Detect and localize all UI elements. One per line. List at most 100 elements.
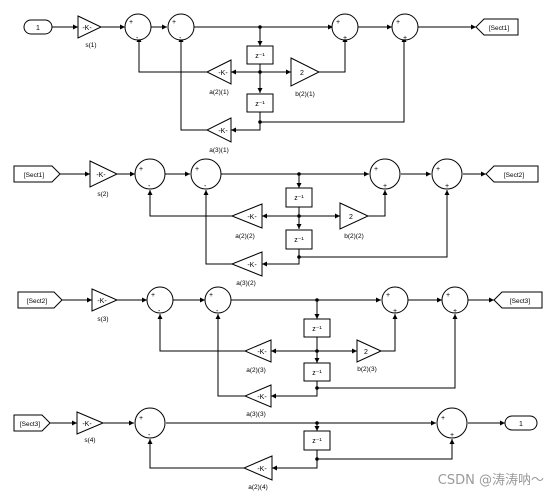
goto-sect3[interactable]: [Sect3] [493,291,543,309]
goto-sect2[interactable]: [Sect2] [485,165,539,183]
svg-text:[Sect3]: [Sect3] [510,298,530,305]
svg-text:+: + [445,183,449,190]
svg-text:a(3)(1): a(3)(1) [209,147,229,154]
gain-b21[interactable]: 2 b(2)(1) [290,57,321,98]
svg-text:+: + [450,432,454,439]
sum-2b[interactable]: + - [190,158,222,190]
svg-text:+: + [441,415,445,422]
svg-text:+: + [383,183,387,190]
sum-3b[interactable]: + - [204,286,232,315]
sum-1c[interactable]: + + [331,13,359,42]
gain-b22[interactable]: 2 b(2)(2) [339,202,370,240]
svg-text:+: + [129,19,133,26]
gain-a22[interactable]: -K- a(2)(2) [230,203,263,240]
svg-text:+: + [343,35,347,42]
gain-a33[interactable]: -K- a(3)(3) [243,384,272,418]
svg-text:+: + [386,292,390,299]
svg-text:2: 2 [364,349,368,356]
svg-text:b(2)(2): b(2)(2) [344,233,364,240]
sum-3c[interactable]: + + [381,286,409,315]
unit-delay-3a[interactable]: z⁻¹ [303,318,331,338]
svg-text:+: + [195,166,199,173]
unit-delay-1a[interactable]: z⁻¹ [246,45,274,65]
section-3: [Sect2] -K- s(3) + - + - + + + + [17,286,543,418]
svg-text:s(3): s(3) [97,316,108,323]
svg-text:+: + [139,415,143,422]
svg-text:b(2)(3): b(2)(3) [357,366,377,373]
gain-a24[interactable]: -K- a(2)(4) [242,455,273,491]
svg-text:-K-: -K- [247,214,257,221]
svg-text:[Sect1]: [Sect1] [24,172,44,179]
gain-s1-label: s(1) [85,42,96,49]
svg-text:-K-: -K- [97,298,107,305]
gain-s2[interactable]: -K- s(2) [89,160,119,198]
sum-4a[interactable]: + - [134,407,166,439]
svg-text:+: + [393,308,397,315]
svg-text:-: - [158,308,161,315]
gain-s3[interactable]: -K- s(3) [91,288,119,323]
sum-2c[interactable]: + + [369,158,401,190]
sum-1d[interactable]: + + [391,13,419,42]
sum-1b[interactable]: + - [167,13,195,42]
svg-text:-K-: -K- [218,128,228,135]
svg-text:-K-: -K- [247,262,257,269]
gain-a21[interactable]: -K- a(2)(1) [205,59,232,96]
gain-a32[interactable]: -K- a(3)(2) [230,251,263,287]
from-sect1[interactable]: [Sect1] [13,165,61,183]
from-sect2[interactable]: [Sect2] [17,291,63,309]
unit-delay-2b[interactable]: z⁻¹ [285,229,313,250]
svg-text:-: - [148,183,151,190]
goto-sect1[interactable]: [Sect1] [475,18,519,36]
unit-delay-3b[interactable]: z⁻¹ [303,362,331,382]
from-sect3[interactable]: [Sect3] [13,414,51,432]
svg-text:z⁻¹: z⁻¹ [294,237,304,244]
svg-text:+: + [446,292,450,299]
section-4: [Sect3] -K- s(4) + - + + z⁻¹ -K- a(2)(4) [13,407,538,491]
unit-delay-2a[interactable]: z⁻¹ [285,187,313,208]
svg-text:+: + [151,292,155,299]
svg-text:-: - [204,183,207,190]
svg-text:+: + [172,19,176,26]
svg-text:s(4): s(4) [84,437,95,444]
svg-text:z⁻¹: z⁻¹ [312,370,322,377]
svg-text:+: + [374,166,378,173]
sum-2d[interactable]: + + [431,158,463,190]
svg-text:2: 2 [349,214,353,221]
svg-text:-K-: -K- [257,466,267,473]
gain-a23[interactable]: -K- a(2)(3) [243,339,272,374]
gain-a31[interactable]: -K- a(3)(1) [205,117,232,154]
gain-b23[interactable]: 2 b(2)(3) [356,339,383,373]
inport-1[interactable]: 1 [23,19,53,35]
sum-2a[interactable]: + - [134,158,166,190]
sum-4b[interactable]: + + [436,407,468,439]
svg-text:a(2)(2): a(2)(2) [235,233,255,240]
gain-s1[interactable]: -K- s(1) [77,15,103,49]
svg-text:2: 2 [300,70,304,77]
svg-text:[Sect1]: [Sect1] [489,25,509,32]
svg-text:z⁻¹: z⁻¹ [255,101,265,108]
sum-3d[interactable]: + + [441,286,469,315]
svg-text:-: - [148,432,151,439]
svg-text:z⁻¹: z⁻¹ [294,195,304,202]
sum-1a[interactable]: + - [124,13,152,42]
section-2: [Sect1] -K- s(2) + - + - + + + + [13,158,539,287]
sum-3a[interactable]: + - [146,286,174,315]
svg-text:[Sect2]: [Sect2] [27,298,47,305]
svg-text:-K-: -K- [82,421,92,428]
svg-text:a(3)(2): a(3)(2) [236,280,256,287]
svg-text:-: - [179,35,182,42]
watermark: CSDN @涛涛呐～ [438,472,544,488]
unit-delay-4[interactable]: z⁻¹ [303,430,331,451]
inport-1-label: 1 [36,25,40,32]
svg-text:b(2)(1): b(2)(1) [295,91,315,98]
section-1: 1 -K- s(1) + - + - + + + + [23,13,519,154]
unit-delay-1b[interactable]: z⁻¹ [246,93,274,113]
svg-text:z⁻¹: z⁻¹ [255,53,265,60]
svg-text:-K-: -K- [96,172,106,179]
svg-text:z⁻¹: z⁻¹ [312,438,322,445]
svg-text:-K-: -K- [257,349,267,356]
svg-text:[Sect2]: [Sect2] [504,172,524,179]
outport-1[interactable]: 1 [504,415,538,431]
gain-s4[interactable]: -K- s(4) [76,411,105,444]
svg-text:-: - [136,35,139,42]
